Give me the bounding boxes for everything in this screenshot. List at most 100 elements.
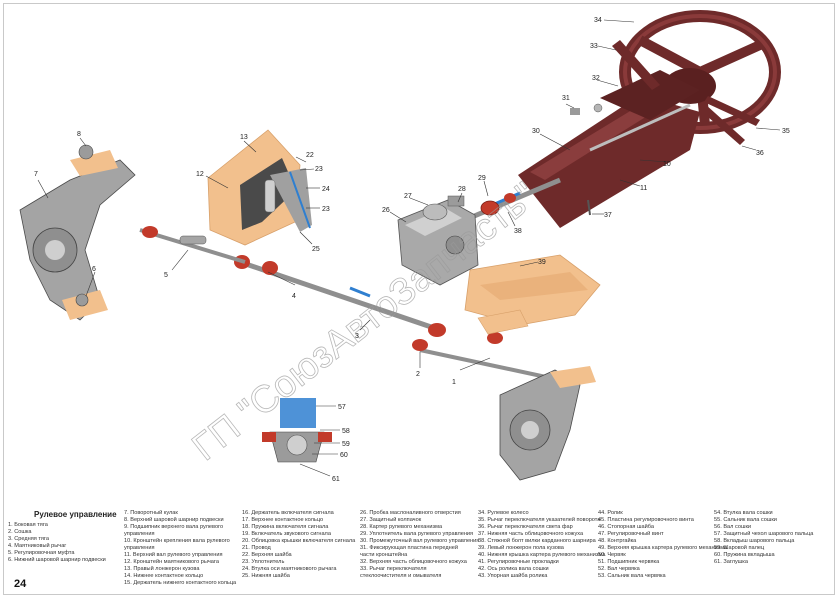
callout-13: 13 [240,134,248,141]
legend-item: 30. Промежуточный вал рулевого управлени… [360,538,480,544]
legend-item: 55. Сальник вала сошки [714,517,777,523]
legend-item: 41. Регулировочные прокладки [478,559,559,565]
right-tie-rod [412,309,561,382]
steering-column [518,40,760,228]
steering-gearbox [397,195,479,286]
legend-item: 35. Рычаг переключателя указателей повор… [478,517,601,523]
legend-item: 33. Рычаг переключателя стеклоочистителя… [360,566,442,579]
legend-column-5: 34. Рулевое колесо 35. Рычаг переключате… [478,510,606,580]
legend-item: 58. Вкладыш шарового пальца [714,538,795,544]
legend-item: 45. Пластина регулировочного винта [598,517,694,523]
intermediate-shaft [459,177,561,225]
legend-title: Рулевое управление [34,510,117,519]
callout-1: 1 [452,379,456,386]
callout-24: 24 [322,186,330,193]
legend-item: 12. Кронштейн маятникового рычага [124,559,219,565]
callout-58: 58 [342,428,350,435]
callout-28: 28 [458,186,466,193]
legend-item: 14. Нижнее контактное кольцо [124,573,204,579]
legend-item: 40. Нижняя крышка картера рулевого механ… [478,552,606,558]
callout-3: 3 [355,333,359,340]
legend-item: 28. Картер рулевого механизма [360,524,443,530]
callout-labels: 1 2 3 4 5 6 7 8 10 11 12 13 22 [34,17,790,483]
legend-item: 1. Боковая тяга [8,522,48,528]
legend-item: 51. Подшипник червяка [598,559,660,565]
legend-item: 16. Держатель включателя сигнала [242,510,334,516]
legend-column-4: 26. Пробка маслоналивного отверстия 27. … [360,510,480,580]
legend-item: 4. Маятниковый рычаг [8,543,67,549]
left-tie-rod [139,226,246,264]
steering-system-illustration: ГП "СоюзАвтоЗапчасть" 1 2 3 4 5 6 7 8 10… [19,10,790,483]
callout-5: 5 [164,272,168,279]
callout-4: 4 [292,293,296,300]
legend-item: 17. Верхнее контактное кольцо [242,517,324,523]
callout-30: 30 [532,128,540,135]
legend-item: 24. Втулка оси маятникового рычага [242,566,337,572]
legend-item: 20. Облицовка крышки включателя сигнала [242,538,356,544]
legend-item: 18. Пружина включателя сигнала [242,524,329,530]
legend-item: 31. Фиксирующая пластина передней части … [360,545,458,558]
callout-10: 10 [663,161,671,168]
legend-item: 6. Нижний шаровой шарнир подвески [8,557,106,563]
legend-item: 8. Верхний шаровой шарнир подвески [124,517,224,523]
callout-35: 35 [782,128,790,135]
callout-32: 32 [592,75,600,82]
right-steering-knuckle [499,366,596,481]
legend-column-3: 16. Держатель включателя сигнала 17. Вер… [242,510,358,580]
legend-item: 61. Заглушка [714,559,748,565]
callout-23a: 23 [315,166,323,173]
callout-2: 2 [416,371,420,378]
callout-59: 59 [342,441,350,448]
legend-item: 29. Уплотнитель вала рулевого управления [360,531,474,537]
legend-item: 10. Кронштейн крепления вала рулевого уп… [124,538,230,551]
legend-item: 39. Левый лонжерон пола кузова [478,545,564,551]
legend-item: 60. Пружина вкладыша [714,552,775,558]
callout-22: 22 [306,152,314,159]
legend-item: 49. Верхняя крышка картера рулевого меха… [598,545,728,551]
legend-item: 21. Провод [242,545,271,551]
legend-item: 25. Нижняя шайба [242,573,290,579]
callout-34: 34 [594,17,602,24]
legend-item: 56. Вал сошки [714,524,752,530]
legend-item: 38. Стяжной болт вилки карданного шарнир… [478,538,596,544]
callout-8: 8 [77,131,81,138]
callout-12: 12 [196,171,204,178]
legend-item: 44. Ролик [598,510,623,516]
legend-item: 26. Пробка маслоналивного отверстия [360,510,461,516]
legend-item: 27. Защитный колпачок [360,517,422,523]
legend-column-1: 1. Боковая тяга 2. Сошка 3. Средняя тяга… [8,522,118,564]
legend-item: 32. Верхняя часть облицовочного кожуха [360,559,467,565]
legend-item: 22. Верхняя шайба [242,552,292,558]
callout-6: 6 [92,266,96,273]
callout-7: 7 [34,171,38,178]
callout-37: 37 [604,212,612,219]
legend-item: 50. Червяк [598,552,626,558]
legend-column-6: 44. Ролик 45. Пластина регулировочного в… [598,510,728,580]
legend-item: 46. Стопорная шайба [598,524,654,530]
idler-arm-bracket [207,129,312,246]
legend-item: 11. Верхний вал рулевого управления [124,552,223,558]
callout-31: 31 [562,95,570,102]
legend-column-7: 54. Втулка вала сошки 55. Сальник вала с… [714,510,832,566]
callout-33: 33 [590,43,598,50]
page-number: 24 [14,578,27,590]
legend-item: 43. Упорная шайба ролика [478,573,548,579]
parts-legend: Рулевое управление 24 1. Боковая тяга 2.… [8,506,834,596]
legend-item: 36. Рычаг переключателя света фар [478,524,573,530]
callout-39: 39 [538,259,546,266]
legend-item: 13. Правый лонжерон кузова [124,566,200,572]
callout-38: 38 [514,228,522,235]
floor-side-member [464,254,601,326]
callout-27: 27 [404,193,412,200]
legend-item: 9. Подшипник верхнего вала рулевого упра… [124,524,224,537]
legend-item: 5. Регулировочная муфта [8,550,75,556]
steering-wheel [619,10,781,134]
legend-item: 53. Сальник вала червяка [598,573,666,579]
legend-item: 3. Средняя тяга [8,536,49,542]
callout-29: 29 [478,175,486,182]
left-steering-knuckle [19,144,136,321]
legend-item: 19. Включатель звукового сигнала [242,531,331,537]
callout-23b: 23 [322,206,330,213]
callout-61: 61 [332,476,340,483]
callout-36: 36 [756,150,764,157]
